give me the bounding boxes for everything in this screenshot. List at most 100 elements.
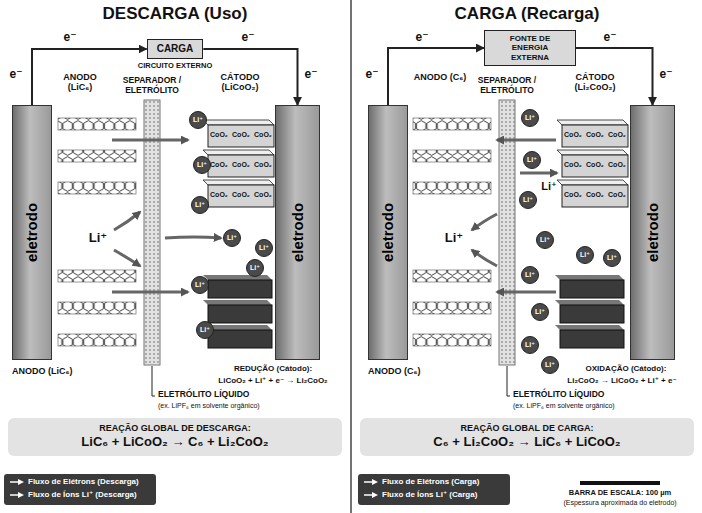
electrode-label: eletrodo [289, 203, 306, 262]
legend-text: Fluxo de Íons Li⁺ (Descarga) [28, 490, 137, 499]
electrode-label: eletrodo [644, 203, 661, 262]
ion-label: Li⁺ [193, 116, 203, 124]
part-name: CÁTODO (Li₂CoO₂) [560, 72, 630, 93]
layer-face [203, 300, 272, 305]
lithium-ion: Li⁺ [531, 303, 549, 321]
label-slot: (ex. LiPF₆ em solvente orgânico) [158, 402, 318, 410]
ion-label: Li⁺ [545, 361, 555, 369]
ion-arrow [114, 212, 140, 230]
legend-arrow [10, 478, 24, 486]
graphite-layer [58, 150, 136, 162]
reaction-equation: LiC₆ + LiCoO₂ → C₆ + Li₂CoO₂ [14, 434, 336, 451]
label-slot: CoO₂ [606, 161, 628, 169]
ion-label: Li⁺ [84, 231, 112, 246]
ion-label: Li⁺ [227, 234, 237, 242]
ion-arrow [165, 237, 221, 238]
label-slot: SEPARADOR / ELETRÓLITO [112, 76, 192, 96]
layer-face [203, 120, 274, 125]
graphite-layer [413, 118, 491, 130]
lithium-ion: Li⁺ [603, 249, 621, 267]
electron-label: e⁻ [658, 68, 674, 82]
circuit-wire [388, 48, 484, 105]
cathode-layer [560, 280, 624, 298]
legend-arrow-head [372, 479, 378, 485]
cathode-layer [208, 330, 272, 348]
legend-band [4, 474, 156, 505]
cathode-layer [562, 185, 628, 207]
layer-face [203, 275, 272, 280]
label-slot: CoO₂ [606, 191, 628, 199]
label-slot: CoO₂ [230, 191, 252, 199]
label-slot: CoO₂ [562, 161, 584, 169]
layer-face [557, 180, 628, 185]
circuit-box: CARGA [147, 39, 204, 59]
legend-text: Fluxo de Elétrons (Carga) [382, 477, 479, 486]
layer-face [555, 325, 624, 330]
label-slot: SEPARADOR / ELETRÓLITO [467, 76, 547, 96]
label-slot: CÁTODO (Li₂CoO₂) [560, 72, 630, 93]
label-slot: CIRCUITO EXTERNO [120, 62, 230, 71]
electrolyte-label: ELETRÓLITO LÍQUIDO [513, 390, 643, 400]
legend-text: Fluxo de Íons Li⁺ (Carga) [382, 490, 477, 499]
layer-face [555, 300, 624, 305]
electrode-plate: eletrodo [275, 105, 320, 360]
ion-label: Li⁺ [525, 271, 535, 279]
layer-label: CoO₂ [606, 131, 628, 139]
layer-face [557, 150, 628, 155]
layer-face [555, 275, 624, 280]
electrode-label: eletrodo [380, 203, 397, 262]
layer-label: CoO₂ [230, 131, 252, 139]
ion-label: Li⁺ [195, 281, 205, 289]
scale-bar [580, 481, 660, 485]
graphite-layers [413, 118, 491, 346]
label-slot: CoO₂ [208, 161, 230, 169]
lithium-ion: Li⁺ [536, 231, 554, 249]
cathode-layers-light [203, 120, 274, 207]
electron-label: e⁻ [8, 68, 24, 82]
layer-face [203, 150, 274, 155]
label-slot: CoO₂ [562, 191, 584, 199]
part-name: ANODO (C₆) [412, 72, 468, 82]
cathode-layer [208, 155, 274, 177]
ion-label: Li⁺ [197, 161, 207, 169]
label-slot: e⁻ [600, 31, 620, 45]
legend-item: Fluxo de Elétrons (Carga) [364, 477, 479, 486]
label-slot: e⁻ [364, 68, 380, 82]
part-name: SEPARADOR / ELETRÓLITO [112, 76, 192, 96]
label-slot: CoO₂ [208, 191, 230, 199]
legend-item: Fluxo de Íons Li⁺ (Carga) [364, 490, 477, 499]
label-slot: CoO₂ [584, 131, 606, 139]
graphite-layer [58, 182, 136, 194]
layer-label: CoO₂ [606, 191, 628, 199]
lithium-ion: Li⁺ [541, 356, 559, 374]
graphite-layer [58, 334, 136, 346]
legend-band [358, 474, 510, 505]
ion-label: Li⁺ [525, 341, 535, 349]
label-slot: Li⁺ [539, 180, 559, 193]
scale-label: BARRA DE ESCALA: 100 µm [545, 489, 695, 498]
layer-face [203, 180, 274, 185]
graphite-layer [58, 302, 136, 314]
lithium-ion: Li⁺ [576, 246, 594, 264]
label-slot: ANODO (C₆) [412, 72, 468, 82]
cathode-layer [208, 280, 272, 298]
layer-label: CoO₂ [562, 161, 584, 169]
ion-arrow [472, 214, 497, 230]
circuit-box: FONTE DE ENERGIA EXTERNA [484, 30, 576, 67]
reaction-title: REAÇÃO GLOBAL DE CARGA: [366, 423, 688, 434]
electrolyte-label: ELETRÓLITO LÍQUIDO [158, 390, 288, 400]
label-slot: CoO₂ [252, 131, 274, 139]
half-reaction-title: OXIDAÇÃO (Cátodo): [560, 364, 692, 373]
graphite-layer [413, 302, 491, 314]
ion-arrow [497, 139, 556, 142]
electron-label: e⁻ [600, 31, 620, 45]
cathode-layer [208, 125, 274, 147]
layer-label: CoO₂ [606, 161, 628, 169]
layer-label: CoO₂ [252, 161, 274, 169]
panel-heading: DESCARGA (Uso) [0, 4, 350, 24]
ion-arrow [497, 291, 556, 294]
label-slot: ANODO (C₆) [368, 366, 458, 376]
label-slot: e⁻ [303, 68, 319, 82]
graphite-layer [413, 270, 491, 282]
